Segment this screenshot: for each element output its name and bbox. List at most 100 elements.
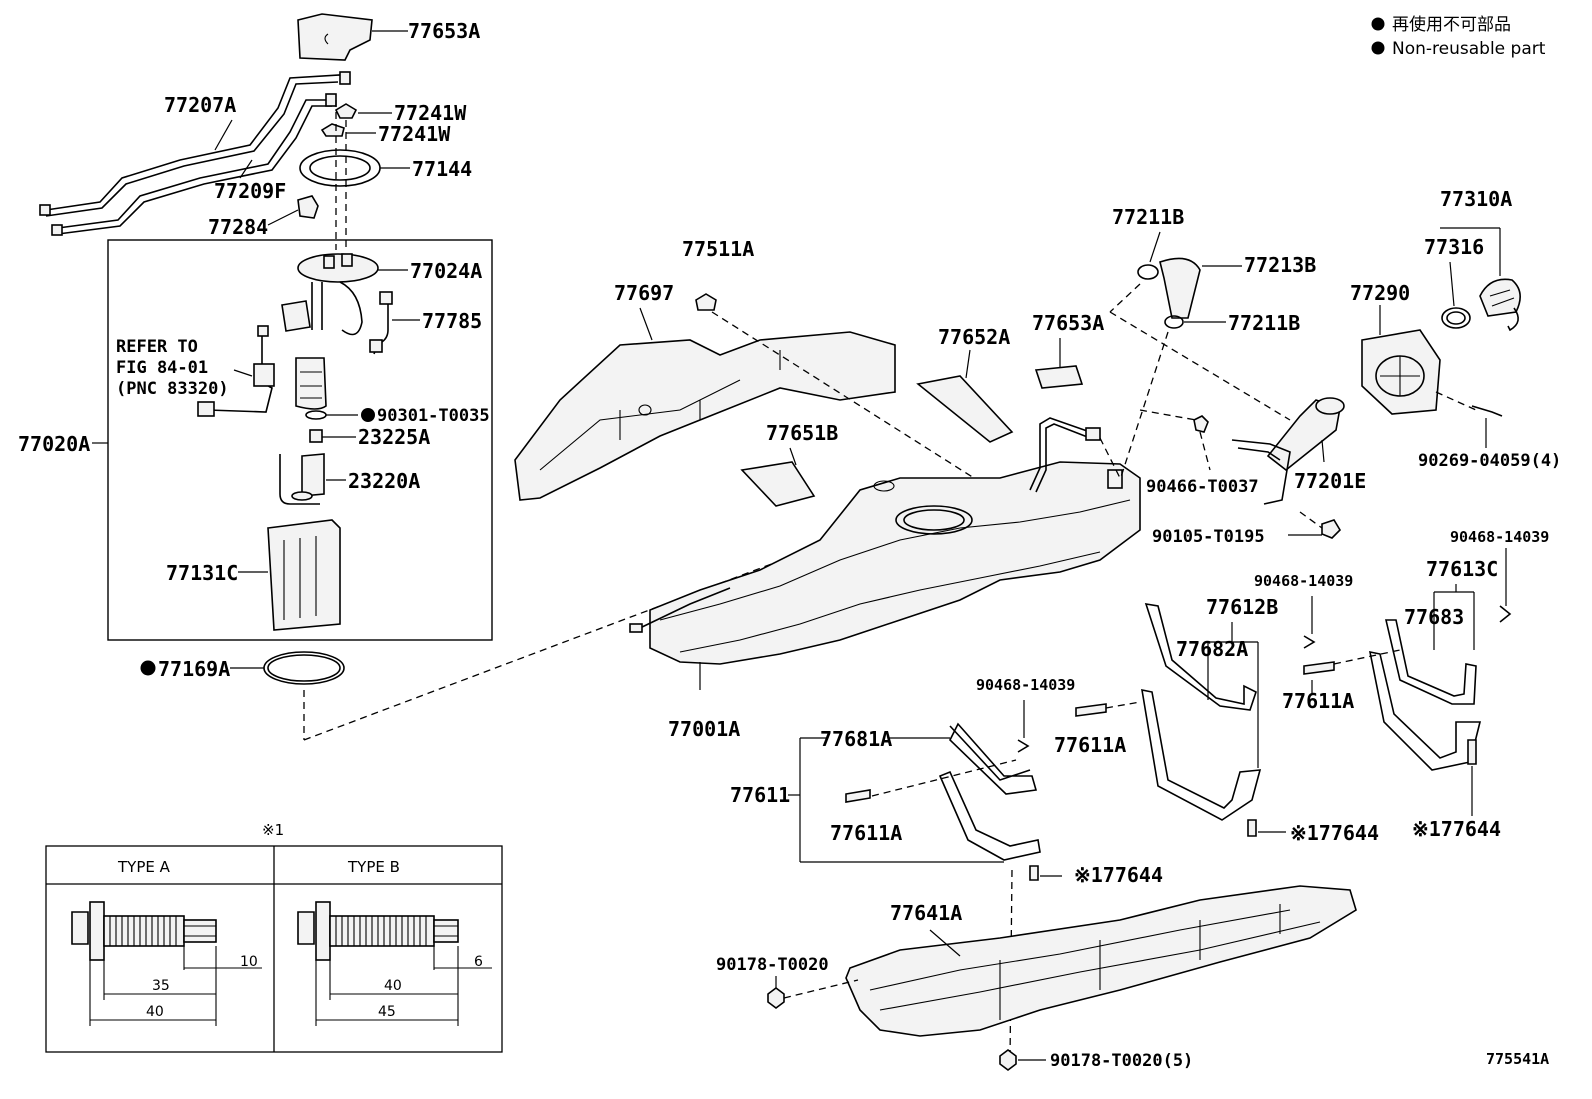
fuel-pump (301, 453, 325, 497)
callout-77683[interactable]: 77683 (1404, 605, 1464, 629)
inset-mark: ※1 (262, 821, 284, 839)
bolt-thread (329, 915, 435, 947)
clip-part (334, 103, 358, 119)
pad-part (740, 461, 816, 507)
callout-90178-T0020-5[interactable]: 90178-T0020(5) (1050, 1051, 1193, 1071)
callout-77213B[interactable]: 77213B (1244, 253, 1316, 277)
refer-line-1: REFER TO (116, 337, 198, 357)
refer-line-2: FIG 84-01 (116, 358, 208, 378)
callout-77316[interactable]: 77316 (1424, 235, 1484, 259)
nut-part (767, 987, 785, 1009)
callout-77209F[interactable]: 77209F (214, 179, 286, 203)
fuel-cap (1479, 278, 1521, 317)
fuel-tank-protector (845, 885, 1357, 1037)
callout-77290[interactable]: 77290 (1350, 281, 1410, 305)
straps-group (788, 548, 1512, 1061)
callout-90466-T0037[interactable]: 90466-T0037 (1146, 477, 1259, 497)
fuel-pump-group (39, 13, 916, 741)
pump-assembly-frame (107, 239, 493, 641)
callout-77697[interactable]: 77697 (614, 281, 674, 305)
callout-77241W[interactable]: 77241W (394, 101, 467, 125)
bolt-part (1303, 661, 1335, 675)
callout-77207A[interactable]: 77207A (164, 93, 236, 117)
skid-plate-group (767, 885, 1357, 1071)
callout-77613C[interactable]: 77613C (1426, 557, 1498, 581)
breather-hose (1159, 257, 1201, 319)
callout-90468-14039[interactable]: 90468-14039 (1450, 528, 1549, 546)
non-reusable-mark-icon (361, 408, 375, 422)
breather-tube (1029, 417, 1091, 491)
callout-90301-T0035[interactable]: 90301-T0035 (377, 406, 490, 426)
callout-77284[interactable]: 77284 (208, 215, 268, 239)
callout-77020A[interactable]: 77020A (18, 432, 90, 456)
type-a-title: TYPE A (117, 858, 171, 876)
connector-part (297, 195, 319, 219)
callout-77681A[interactable]: 77681A (820, 727, 892, 751)
dim-45: 45 (378, 1004, 396, 1020)
protector-part (1034, 365, 1084, 389)
legend: 再使用不可部品 Non-reusable part (1371, 14, 1546, 59)
callout-77310A[interactable]: 77310A (1440, 187, 1512, 211)
callout-77644[interactable]: ※177644 (1074, 863, 1163, 887)
bolt-head (71, 911, 89, 945)
clip-part (1499, 605, 1512, 623)
clip-part (1193, 415, 1209, 433)
dim-40: 40 (384, 978, 402, 994)
callout-90468-14039[interactable]: 90468-14039 (1254, 572, 1353, 590)
callout-77653A[interactable]: 77653A (408, 19, 480, 43)
clip-part (320, 123, 345, 137)
callout-90105-T0195[interactable]: 90105-T0195 (1152, 527, 1265, 547)
pump-filter (295, 357, 327, 410)
fuel-tank (649, 461, 1141, 665)
callout-77653A[interactable]: 77653A (1032, 311, 1104, 335)
o-ring (305, 410, 327, 420)
callout-90178-T0020[interactable]: 90178-T0020 (716, 955, 829, 975)
bolt-type-inset: ※1 TYPE A TYPE B 35 40 10 (45, 821, 503, 1053)
bolt-part (1321, 519, 1342, 539)
callout-77785[interactable]: 77785 (422, 309, 482, 333)
callout-23225A[interactable]: 23225A (358, 425, 430, 449)
callout-90468-14039[interactable]: 90468-14039 (976, 676, 1075, 694)
fuel-line-sub (57, 99, 332, 229)
tank-strap (1368, 650, 1482, 771)
legend-line-en: Non-reusable part (1392, 39, 1546, 59)
callout-77611A[interactable]: 77611A (1282, 689, 1354, 713)
callout-77651B[interactable]: 77651B (766, 421, 838, 445)
callout-77611A[interactable]: 77611A (830, 821, 902, 845)
callout-77611[interactable]: 77611 (730, 783, 790, 807)
callout-77211B[interactable]: 77211B (1228, 311, 1300, 335)
dim-10: 10 (240, 954, 258, 970)
tank-strap (938, 770, 1041, 861)
filler-group (1109, 227, 1521, 539)
nut-part (999, 1049, 1017, 1071)
callout-77169A[interactable]: 77169A (158, 657, 230, 681)
callout-77241W[interactable]: 77241W (378, 122, 451, 146)
dim-40: 40 (146, 1004, 164, 1020)
callout-77682A[interactable]: 77682A (1176, 637, 1248, 661)
figure-id: 775541A (1486, 1050, 1549, 1068)
bolt-part (1247, 819, 1257, 837)
callout-77001A[interactable]: 77001A (668, 717, 740, 741)
callout-77644[interactable]: ※177644 (1290, 821, 1379, 845)
callout-77201E[interactable]: 77201E (1294, 469, 1366, 493)
callout-90269-04059[interactable]: 90269-04059(4) (1418, 451, 1561, 471)
callout-77612B[interactable]: 77612B (1206, 595, 1278, 619)
callout-77144[interactable]: 77144 (412, 157, 472, 181)
callout-77511A[interactable]: 77511A (682, 237, 754, 261)
pump-bracket (267, 519, 341, 631)
callout-77211B[interactable]: 77211B (1112, 205, 1184, 229)
non-reusable-mark-icon (1371, 41, 1385, 55)
callout-23220A[interactable]: 23220A (348, 469, 420, 493)
callout-77644[interactable]: ※177644 (1412, 817, 1501, 841)
bolt-part (1029, 865, 1039, 881)
refer-line-3: (PNC 83320) (116, 379, 229, 399)
clip-part (695, 293, 717, 311)
callout-77611A[interactable]: 77611A (1054, 733, 1126, 757)
fuel-line-main (45, 74, 351, 211)
callout-77131C[interactable]: 77131C (166, 561, 238, 585)
callout-77024A[interactable]: 77024A (410, 259, 482, 283)
clip-part (1303, 635, 1316, 649)
callout-77641A[interactable]: 77641A (890, 901, 962, 925)
callout-77652A[interactable]: 77652A (938, 325, 1010, 349)
